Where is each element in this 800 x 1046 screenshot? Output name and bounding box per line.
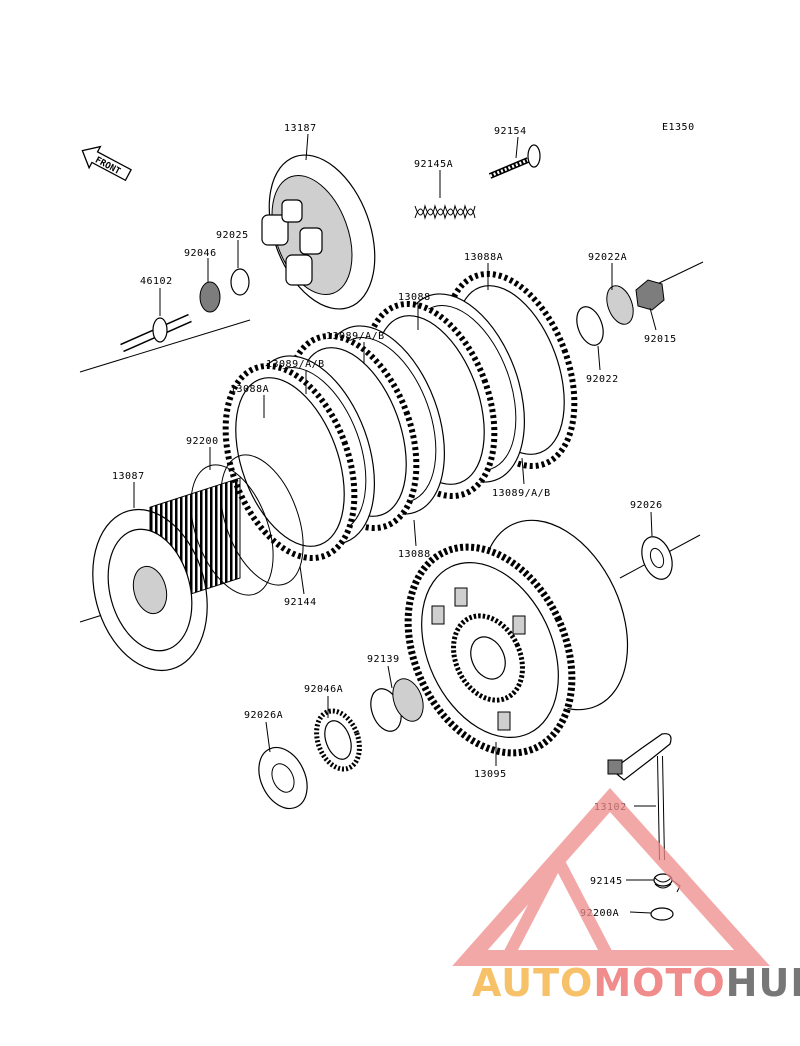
label-13095: 13095 (474, 769, 507, 780)
clutch-hub-13087 (92, 477, 241, 672)
washer-92025 (230, 268, 250, 296)
part-labels: 13187 92154 92145A 92025 92046 46102 130… (112, 123, 677, 919)
friction-plate-13088A-rear (222, 362, 358, 562)
release-lever-13102 (607, 733, 672, 861)
label-92144: 92144 (284, 597, 317, 608)
washer-92026A (258, 746, 308, 810)
label-13089-right: 13089/A/B (492, 488, 551, 499)
clutch-housing-13095 (404, 519, 629, 757)
pressure-plate-13187 (261, 154, 376, 310)
label-92200A: 92200A (580, 908, 619, 919)
label-92046A: 92046A (304, 684, 343, 695)
watermark-inner-triangle-icon (496, 846, 620, 966)
label-13087: 13087 (112, 471, 145, 482)
axis-line-upper-left (79, 319, 251, 373)
watermark-part-auto: AUTO (472, 961, 593, 1005)
label-92154: 92154 (494, 126, 527, 137)
axis-line-upper-right (654, 261, 704, 286)
front-arrow-icon: FRONT (81, 145, 132, 182)
sleeve-92139 (370, 678, 424, 732)
diagram-code: E1350 (662, 122, 695, 133)
label-13089-top: 13089/A/B (326, 331, 385, 342)
washer-92026 (641, 536, 673, 580)
label-92022A: 92022A (588, 252, 627, 263)
label-92025: 92025 (216, 230, 249, 241)
washer-92022 (576, 306, 604, 346)
washer-92022A (606, 285, 634, 325)
watermark-text: AUTOMOTOHUB (472, 961, 800, 1005)
label-92022: 92022 (586, 374, 619, 385)
watermark-part-hub: HUB (726, 961, 800, 1005)
label-13088-top: 13088 (398, 292, 431, 303)
label-13089-left: 13089/A/B (266, 359, 325, 370)
label-92026: 92026 (630, 500, 663, 511)
pushrod-46102 (120, 313, 192, 353)
label-46102: 46102 (140, 276, 173, 287)
bolt-92154 (488, 144, 541, 179)
label-92026A: 92026A (244, 710, 283, 721)
watermark-part-moto: MOTO (593, 961, 725, 1005)
spring-92145 (653, 873, 681, 893)
label-92139: 92139 (367, 654, 400, 665)
nut-92015 (635, 279, 665, 311)
label-92200: 92200 (186, 436, 219, 447)
spring-92145A (414, 204, 476, 220)
bearing-92046 (199, 281, 221, 313)
label-92145: 92145 (590, 876, 623, 887)
label-13088A-left: 13088A (230, 384, 269, 395)
label-92015: 92015 (644, 334, 677, 345)
needle-bearing-92046A (314, 708, 362, 772)
label-13088A-top: 13088A (464, 252, 503, 263)
leader-lines (133, 133, 657, 914)
label-92145A: 92145A (414, 159, 453, 170)
label-13088-bottom: 13088 (398, 549, 431, 560)
watermark-logo (452, 787, 770, 966)
washer-92200A (650, 907, 674, 921)
label-13187: 13187 (284, 123, 317, 134)
label-92046: 92046 (184, 248, 217, 259)
